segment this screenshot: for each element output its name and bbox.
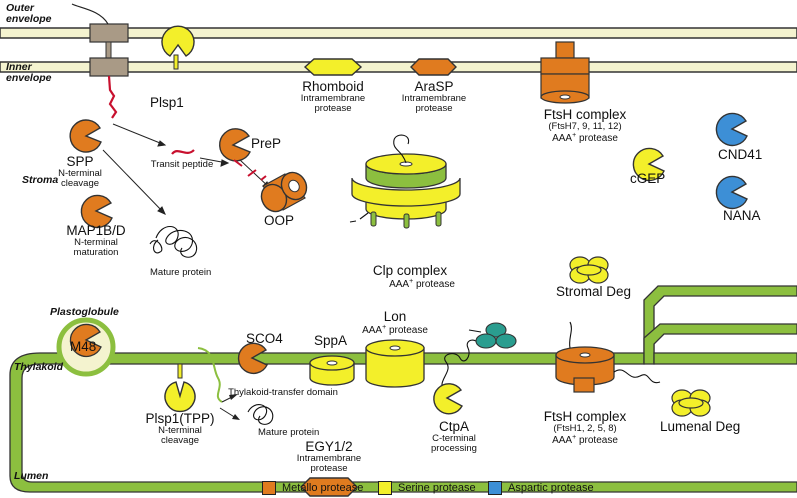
- outer-envelope-label: Outer envelope: [6, 2, 52, 26]
- sco4-shape: [237, 342, 268, 375]
- arasp-shape: [410, 58, 457, 76]
- lumenal-deg-label: Lumenal Deg: [660, 419, 741, 434]
- map1bd-shape: [80, 194, 113, 229]
- ftsh-envelope-shape: [540, 41, 590, 104]
- mature-protein-label: Mature protein: [150, 267, 212, 278]
- legend-serine: Serine protease: [378, 481, 476, 495]
- mature-protein-shape: [149, 225, 198, 258]
- nana-label: NANA: [723, 208, 761, 223]
- egy-label: EGY1/2 Intramembrane protease: [296, 439, 362, 475]
- cgep-shape: [632, 147, 665, 182]
- stroma-label: Stroma: [22, 174, 59, 186]
- prep-shape: [219, 128, 251, 162]
- ftsh-thylakoid-shape: [555, 321, 661, 393]
- egy-shape: [300, 477, 358, 497]
- legend-label: Metallo protease: [282, 482, 364, 494]
- oop-shape: [260, 171, 308, 213]
- legend-swatch: [378, 481, 392, 495]
- plsp1-tpp-label: Plsp1(TPP) N-terminal cleavage: [145, 411, 215, 447]
- lon-label: Lon AAA+ protease: [362, 309, 428, 337]
- legend-metallo: Metallo protease: [262, 481, 363, 495]
- ftsh-thylakoid-label: FtsH complex (FtsH1, 2, 5, 8) AAA+ prote…: [543, 409, 627, 447]
- plsp1-tpp-shape: [164, 347, 240, 420]
- lumenal-deg-shape: [671, 389, 711, 417]
- transit-peptide-shape: [171, 149, 195, 155]
- plastoglobule-label: Plastoglobule: [50, 306, 119, 318]
- inner-envelope-label: Inner envelope: [6, 61, 52, 85]
- clp-label: Clp complex AAA+ protease: [372, 263, 455, 291]
- rhomboid-shape: [303, 58, 363, 76]
- thylakoid-transfer-domain-label: Thylakoid-transfer domain: [228, 387, 338, 398]
- spp-shape: [69, 119, 102, 153]
- transit-peptide-label: Transit peptide: [150, 159, 214, 170]
- lumen-mature-protein-label: Mature protein: [258, 427, 320, 438]
- lumen-mature-protein-shape: [247, 404, 274, 425]
- arasp-label: AraSP Intramembrane protease: [401, 79, 467, 115]
- spp-label: SPP N-terminal cleavage: [58, 154, 102, 190]
- stromal-deg-shape: [569, 256, 609, 284]
- ctpa-label: CtpA C-terminal processing: [431, 419, 477, 455]
- prep-label: PreP: [251, 136, 282, 151]
- legend-aspartic: Aspartic protease: [488, 481, 594, 495]
- map1bd-label: MAP1B/D N-terminal maturation: [66, 223, 126, 259]
- plsp1-envelope-protease: [161, 25, 195, 70]
- sco4-label: SCO4: [246, 331, 283, 346]
- stromal-deg-label: Stromal Deg: [556, 284, 632, 299]
- rhomboid-label: Rhomboid Intramembrane protease: [300, 79, 366, 115]
- legend-label: Serine protease: [398, 482, 476, 494]
- m48-label: M48: [70, 339, 97, 354]
- cnd41-shape: [715, 112, 748, 147]
- inner-envelope-membrane: [0, 61, 797, 73]
- teal-complex-shape: [468, 322, 517, 349]
- clp-complex-shape: [349, 134, 461, 229]
- lumen-label: Lumen: [14, 470, 49, 482]
- legend-swatch: [262, 481, 276, 495]
- ftsh-envelope-label: FtsH complex (FtsH7, 9, 11, 12) AAA+ pro…: [543, 107, 627, 145]
- cgep-label: cGEP: [630, 171, 666, 186]
- legend-swatch: [488, 481, 502, 495]
- cnd41-label: CND41: [718, 147, 763, 162]
- oop-label: OOP: [264, 213, 295, 228]
- plsp1-label: Plsp1: [150, 95, 184, 110]
- sppa-shape: [309, 355, 355, 386]
- peptide-fragments: [233, 159, 267, 181]
- lon-shape: [365, 339, 425, 388]
- sppa-label: SppA: [314, 333, 348, 348]
- thylakoid-label: Thylakoid: [14, 361, 64, 373]
- ctpa-shape: [433, 339, 481, 415]
- outer-envelope-membrane: [0, 27, 797, 39]
- thylakoid-membrane: [9, 285, 797, 493]
- nana-shape: [715, 175, 748, 210]
- import-channel: [71, 3, 129, 119]
- plastoglobule-shape: [56, 317, 116, 377]
- legend-label: Aspartic protease: [508, 482, 594, 494]
